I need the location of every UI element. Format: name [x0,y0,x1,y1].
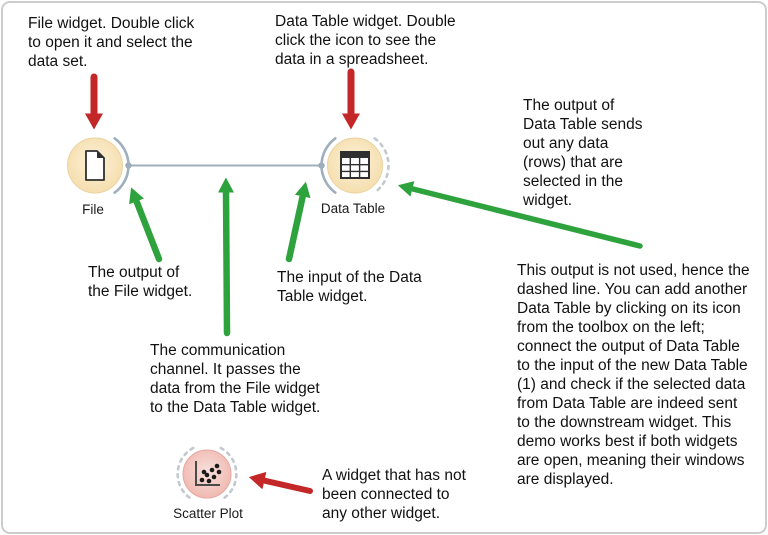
green-arrow-file-output [129,187,163,263]
file-widget[interactable] [67,137,130,194]
data-table-widget[interactable] [320,137,390,194]
data-table-output-ear-dashed[interactable] [373,137,390,194]
scatter-plot-right-ear-dashed[interactable] [219,446,238,502]
link-file-to-data-table[interactable] [125,162,325,169]
green-arrow-channel [218,177,235,337]
file-widget-label: File [82,202,104,217]
annotation-channel-note: The communication channel. It passes the… [150,342,321,416]
scatter-icon [195,461,222,486]
annotation-unconnected-note: A widget that has not been connected to … [322,467,466,522]
annotation-file-output-note: The output of the File widget. [88,264,193,300]
file-output-ear[interactable] [113,137,130,194]
data-table-input-ear[interactable] [320,137,337,194]
table-icon [340,151,370,179]
scatter-plot-widget-label: Scatter Plot [173,506,243,521]
annotation-datatable-note: Data Table widget. Double click the icon… [275,13,456,68]
red-arrow-scatter-plot [248,471,313,494]
scatter-plot-widget[interactable] [176,446,238,502]
file-icon [85,150,105,181]
green-arrow-data-table-input [285,181,311,263]
data-table-widget-label: Data Table [320,201,386,216]
scatter-plot-left-ear-dashed[interactable] [176,446,195,502]
annotation-datatable-input-note: The input of the Data Table widget. [277,269,422,305]
annotation-output-sends-note: The output of Data Table sends out any d… [523,97,643,209]
annotation-unused-output-note: This output is not used, hence the dashe… [517,262,750,488]
annotation-file-note: File widget. Double click to open it and… [28,15,195,70]
green-arrow-data-table-output [397,181,643,249]
